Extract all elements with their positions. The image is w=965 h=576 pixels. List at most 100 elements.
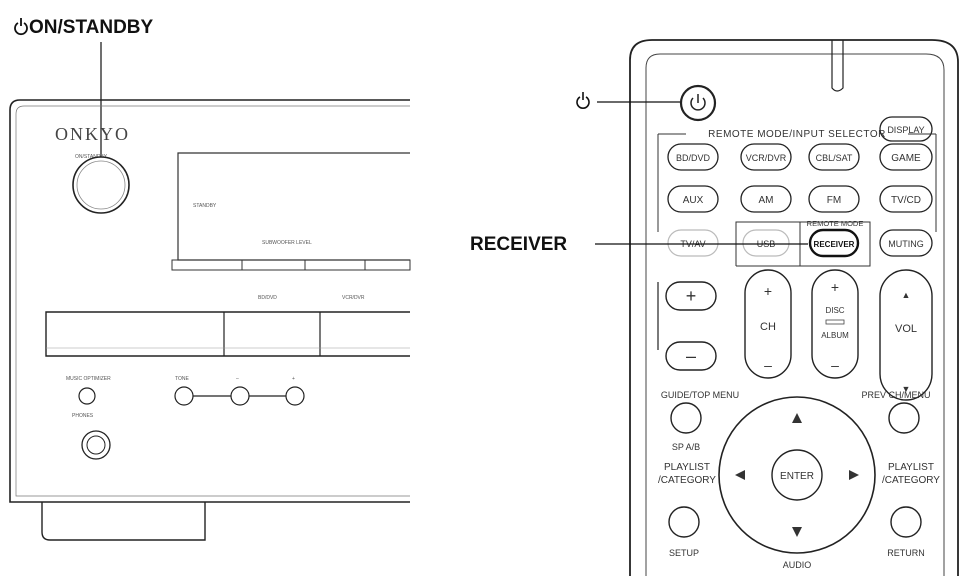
ch-rocker[interactable] (744, 269, 792, 379)
return-button[interactable] (890, 506, 922, 538)
onkyo-logo: ONKYO (55, 124, 130, 144)
display-button[interactable] (879, 116, 933, 142)
tone-plus-button[interactable] (285, 386, 305, 406)
display-status-text: STANDBY (193, 203, 217, 209)
ir-emitter (831, 40, 844, 92)
tone-plus-label: + (292, 376, 295, 382)
input-fm-label: FM (827, 195, 841, 206)
receiver-callout: RECEIVER (470, 234, 808, 255)
power-icon (690, 97, 706, 111)
left-plus-label: + (686, 286, 697, 306)
remote-control: DISPLAY REMOTE MODE/INPUT SELECTOR BD/DV… (470, 39, 959, 576)
input-tv-cd-label: TV/CD (891, 195, 921, 206)
remote-mode-input-selector-label: REMOTE MODE/INPUT SELECTOR (708, 129, 886, 140)
phones-jack[interactable] (81, 430, 111, 460)
disc-minus-label: – (831, 357, 839, 373)
input-cbl-sat-label: CBL/SAT (816, 153, 853, 163)
setup-label: SETUP (669, 548, 699, 558)
guide-top-menu-button[interactable] (670, 402, 702, 434)
navigation-pad: ENTER (718, 396, 876, 554)
category-left-label: /CATEGORY (658, 475, 716, 486)
display-button-label: DISPLAY (887, 125, 924, 135)
remote-mode-label: REMOTE MODE (807, 219, 864, 228)
vol-down-icon: ▼ (902, 384, 911, 394)
setup-button[interactable] (668, 506, 700, 538)
phones-label: PHONES (72, 413, 94, 419)
muting-label: MUTING (888, 239, 924, 249)
vol-rocker[interactable] (879, 269, 933, 401)
left-minus-label: – (686, 346, 696, 366)
remote-power-callout (576, 92, 680, 109)
dpad-down-icon[interactable] (792, 527, 802, 537)
receiver-bezel (15, 105, 410, 497)
on-standby-callout-text: ON/STANDBY (29, 17, 154, 38)
vol-label: VOL (895, 323, 917, 335)
input-bd-dvd-label: BD/DVD (676, 153, 711, 163)
guide-top-menu-label: GUIDE/TOP MENU (661, 390, 739, 400)
playlist-right-label: PLAYLIST (888, 462, 934, 473)
dpad-right-icon[interactable] (849, 470, 859, 480)
input-aux-button[interactable] (667, 185, 719, 213)
tone-minus-label: – (236, 376, 239, 382)
receiver-button[interactable] (808, 228, 860, 258)
receiver-callout-text: RECEIVER (470, 234, 567, 255)
music-optimizer-label: MUSIC OPTIMIZER (66, 376, 111, 382)
enter-button[interactable] (771, 449, 823, 501)
enter-label: ENTER (780, 471, 814, 482)
power-knob-label: ON/STANDBY (75, 154, 108, 160)
power-symbol-icon (576, 92, 590, 109)
input-vcr-dvr-button[interactable] (740, 143, 792, 171)
input-bd-dvd-button[interactable] (667, 143, 719, 171)
album-label: ALBUM (821, 331, 849, 340)
receiver-button-label: RECEIVER (814, 240, 855, 249)
muting-button[interactable] (879, 229, 933, 257)
ch-label: CH (760, 321, 776, 333)
remote-power-button[interactable] (679, 84, 717, 122)
vol-up-icon: ▲ (902, 290, 911, 300)
prev-ch-menu-button[interactable] (888, 402, 920, 434)
level-bar (171, 259, 411, 271)
left-plus-button[interactable] (665, 281, 717, 311)
mode-usb-button[interactable] (742, 229, 790, 257)
remote-input-row-1: BD/DVD VCR/DVR CBL/SAT GAME (667, 143, 933, 171)
input-game-button[interactable] (879, 143, 933, 171)
audio-label: AUDIO (783, 560, 812, 570)
category-right-label: /CATEGORY (882, 475, 940, 486)
input-am-label: AM (759, 195, 774, 206)
prev-ch-menu-label: PREV CH/MENU (861, 390, 930, 400)
input-am-button[interactable] (740, 185, 792, 213)
tone-button[interactable] (174, 386, 194, 406)
mode-tv-av-button[interactable] (667, 229, 719, 257)
power-symbol-icon (14, 18, 28, 36)
disc-plus-label: + (831, 279, 839, 295)
ch-minus-label: – (764, 357, 772, 373)
remote-input-row-2: AUX AM FM TV/CD (667, 185, 933, 213)
input-vcr-dvr-label: VCR/DVR (746, 153, 787, 163)
remote-outline (629, 39, 959, 576)
input-tv-cd-button[interactable] (879, 185, 933, 213)
receiver-front-panel: ONKYO ON/STANDBY STANDBY SUBWOOFER LEVEL… (9, 99, 411, 541)
dpad-up-icon[interactable] (792, 413, 802, 423)
input-button-strip (45, 311, 410, 357)
input-fm-button[interactable] (808, 185, 860, 213)
sp-ab-label: SP A/B (672, 442, 700, 452)
ch-plus-label: + (764, 283, 772, 299)
receiver-outline (9, 99, 410, 503)
power-knob[interactable] (72, 156, 130, 214)
left-minus-button[interactable] (665, 341, 717, 371)
input-cbl-sat-button[interactable] (808, 143, 860, 171)
tone-label: TONE (175, 376, 189, 382)
playlist-left-label: PLAYLIST (664, 462, 710, 473)
receiver-foot (41, 502, 206, 541)
disc-label: DISC (825, 306, 844, 315)
return-label: RETURN (887, 548, 925, 558)
tone-minus-button[interactable] (230, 386, 250, 406)
subwoofer-label: SUBWOOFER LEVEL (262, 240, 312, 246)
input-label-vcr-dvr: VCR/DVR (342, 295, 365, 301)
input-game-label: GAME (891, 153, 921, 164)
input-aux-label: AUX (683, 195, 704, 206)
input-label-bd-dvd: BD/DVD (258, 295, 277, 301)
dpad-left-icon[interactable] (735, 470, 745, 480)
music-optimizer-button[interactable] (78, 387, 96, 405)
